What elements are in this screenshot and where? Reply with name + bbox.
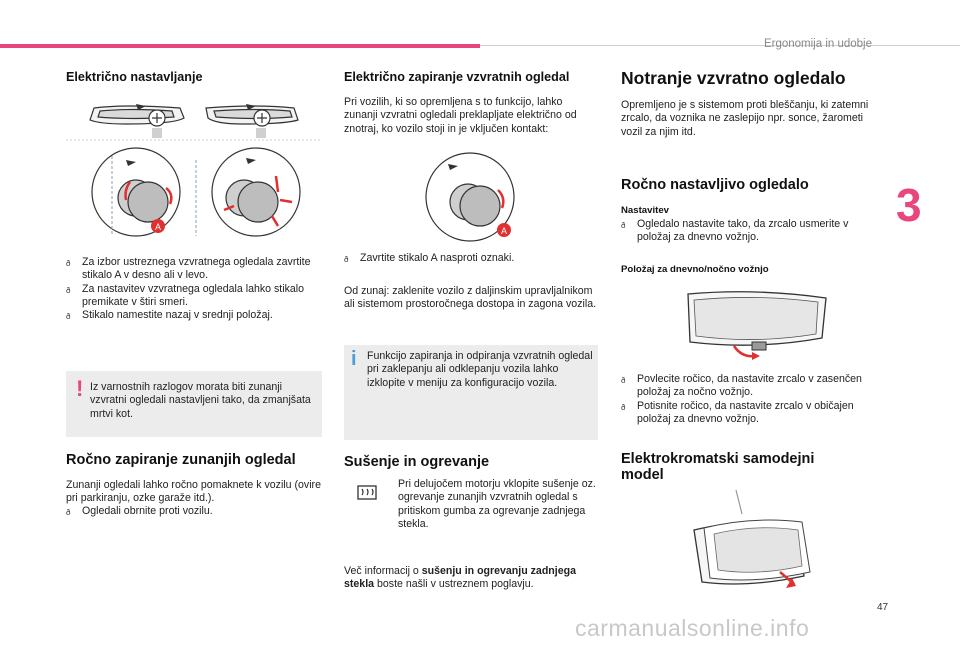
remote-fold-text: Od zunaj: zaklenite vozilo z daljinskim …	[344, 285, 597, 311]
electric-adjust-steps: Za izbor ustreznega vzvratnega ogledala …	[66, 256, 322, 324]
day-night-label: Položaj za dnevno/nočno vožnjo	[621, 264, 769, 275]
defrost-text: Pri delujočem motorju vklopite sušenje o…	[398, 478, 596, 530]
chapter-number: 3	[896, 179, 922, 231]
interior-mirror-intro: Opremljeno je s sistemom proti bleščanju…	[621, 99, 869, 138]
switch-a-label: A	[155, 222, 161, 232]
info-text: Funkcijo zapiranja in odpiranja vzvratni…	[367, 350, 593, 389]
adjust-steps: Ogledalo nastavite tako, da zrcalo usmer…	[621, 218, 871, 245]
watermark: carmanualsonline.info	[575, 615, 810, 641]
list-item: Potisnite ročico, da nastavite zrcalo v …	[621, 400, 871, 427]
warning-icon: !	[76, 376, 84, 401]
defrost-reference-link: sušenju in ogrevanju zadnjega stekla	[344, 565, 576, 591]
info-icon: i	[351, 348, 357, 370]
list-item: Ogledali obrnite proti vozilu.	[66, 505, 322, 520]
rear-defrost-icon	[357, 485, 377, 500]
manual-mirror-title: Ročno nastavljivo ogledalo	[621, 177, 809, 193]
header-accent-bar	[0, 44, 480, 48]
section-label: Ergonomija in udobje	[763, 38, 872, 50]
defrost-reference: Več informacij o sušenju in ogrevanju za…	[344, 565, 576, 591]
header-divider	[480, 45, 960, 46]
defrost-title: Sušenje in ogrevanje	[344, 454, 490, 470]
electric-fold-title: Električno zapiranje vzvratnih ogledal	[344, 70, 570, 84]
adjust-label: Nastavitev	[621, 205, 669, 216]
list-item: Ogledalo nastavite tako, da zrcalo usmer…	[621, 218, 871, 245]
electric-fold-intro: Pri vozilih, ki so opremljena s to funkc…	[344, 96, 577, 135]
mirror-switch-illustration: A	[91, 147, 301, 237]
manual-fold-text: Zunanji ogledali lahko ročno pomaknete k…	[66, 479, 321, 505]
list-item: Za nastavitev vzvratnega ogledala lahko …	[66, 283, 322, 310]
warning-box	[66, 371, 322, 437]
warning-text: Iz varnostnih razlogov morata biti zunan…	[90, 381, 311, 420]
electrochromic-title: Elektrokromatski samodejni model	[621, 451, 815, 483]
list-item: Stikalo namestite nazaj v srednji položa…	[66, 309, 322, 324]
interior-mirror-title: Notranje vzvratno ogledalo	[621, 68, 846, 88]
interior-mirror-illustration	[687, 291, 827, 360]
list-item: Povlecite ročico, da nastavite zrcalo v …	[621, 373, 871, 400]
manual-fold-steps: Ogledali obrnite proti vozilu.	[66, 505, 322, 520]
exterior-mirrors-illustration	[66, 104, 322, 141]
switch-a-label: A	[501, 226, 507, 236]
electric-adjust-title: Električno nastavljanje	[66, 70, 203, 84]
fold-switch-illustration: A	[425, 152, 515, 242]
info-box	[344, 345, 598, 440]
manual-fold-title: Ročno zapiranje zunanjih ogledal	[66, 452, 296, 468]
electrochromic-mirror-illustration	[693, 490, 811, 588]
day-night-steps: Povlecite ročico, da nastavite zrcalo v …	[621, 373, 871, 426]
list-item: Zavrtite stikalo A nasproti oznaki.	[344, 252, 598, 267]
page-number: 47	[877, 602, 889, 613]
electric-fold-steps: Zavrtite stikalo A nasproti oznaki.	[344, 252, 598, 267]
list-item: Za izbor ustreznega vzvratnega ogledala …	[66, 256, 322, 283]
